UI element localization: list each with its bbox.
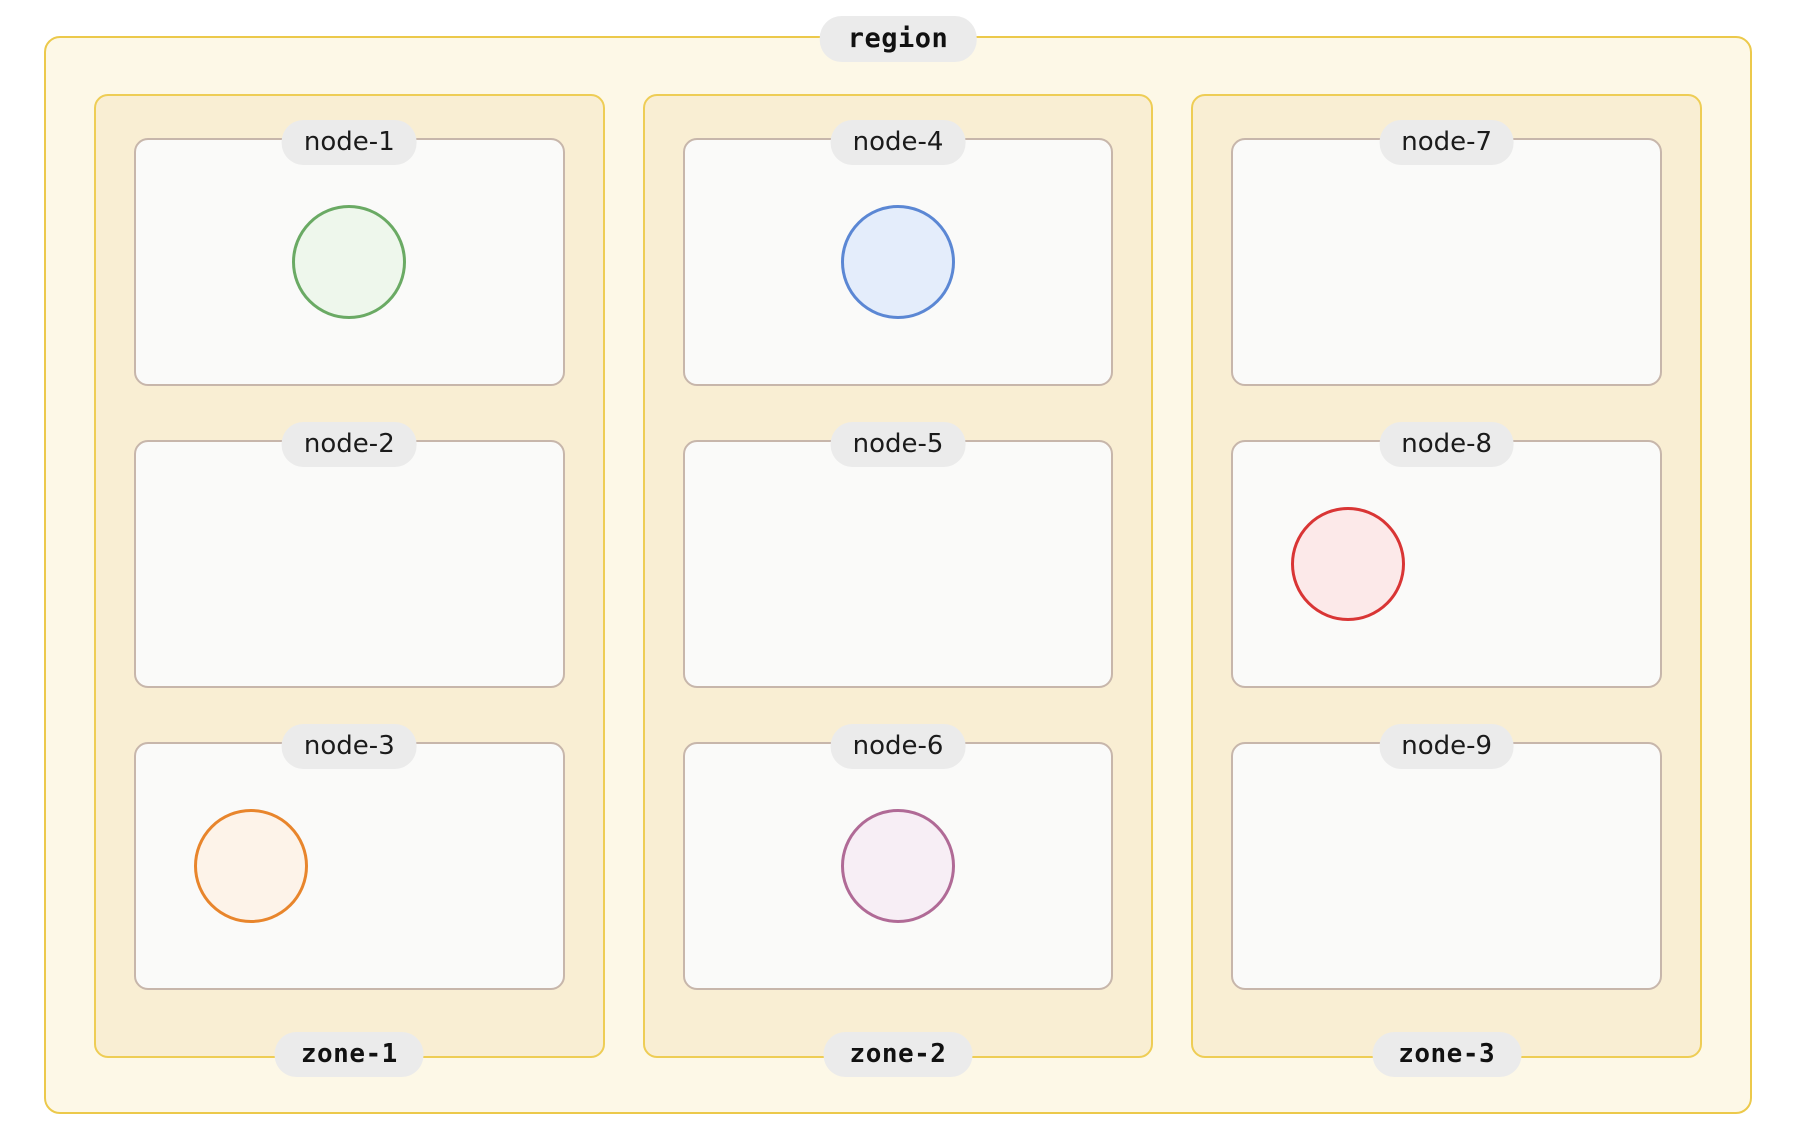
node-body-2 [136,442,563,686]
zone-container-2[interactable]: node-4 node-5 node-6 [642,94,1154,1077]
node-label-6: node-6 [830,724,966,769]
node-card-7[interactable]: node-7 [1231,120,1663,386]
node-body-1 [136,140,563,384]
circle-marker-8 [1291,507,1406,621]
zone-container-3[interactable]: node-7 node-8 node-9 [1191,94,1703,1077]
node-label-3: node-3 [281,724,417,769]
node-label-8: node-8 [1379,422,1515,467]
zone-container-1[interactable]: node-1 node-2 node-3 [94,94,605,1077]
node-label-4: node-4 [830,120,966,165]
zones-row: node-1 node-2 node-3 [46,38,1750,1112]
node-body-5 [685,442,1112,686]
zone-label-1: zone-1 [274,1032,424,1077]
node-card-2[interactable]: node-2 [134,422,565,688]
node-body-4 [685,140,1112,384]
node-card-6[interactable]: node-6 [682,724,1114,990]
node-label-1: node-1 [281,120,417,165]
node-card-5[interactable]: node-5 [682,422,1114,688]
zone-label-2: zone-2 [823,1032,973,1077]
node-card-9[interactable]: node-9 [1231,724,1663,990]
node-label-5: node-5 [830,422,966,467]
node-card-1[interactable]: node-1 [134,120,565,386]
zone-label-3: zone-3 [1372,1032,1522,1077]
circle-marker-6 [841,809,955,923]
circle-marker-3 [194,809,308,923]
node-label-7: node-7 [1379,120,1515,165]
node-body-7 [1233,140,1660,384]
circle-marker-4 [841,205,955,319]
circle-marker-1 [292,205,407,319]
node-label-2: node-2 [281,422,417,467]
region-label: region [819,16,977,62]
node-body-9 [1233,744,1660,988]
node-card-4[interactable]: node-4 [682,120,1114,386]
node-card-3[interactable]: node-3 [134,724,565,990]
node-card-8[interactable]: node-8 [1231,422,1663,688]
node-body-8 [1233,442,1660,686]
node-label-9: node-9 [1379,724,1515,769]
node-body-3 [136,744,563,988]
node-body-6 [685,744,1112,988]
region-container[interactable]: region node-1 node-2 node-3 [44,16,1752,1114]
